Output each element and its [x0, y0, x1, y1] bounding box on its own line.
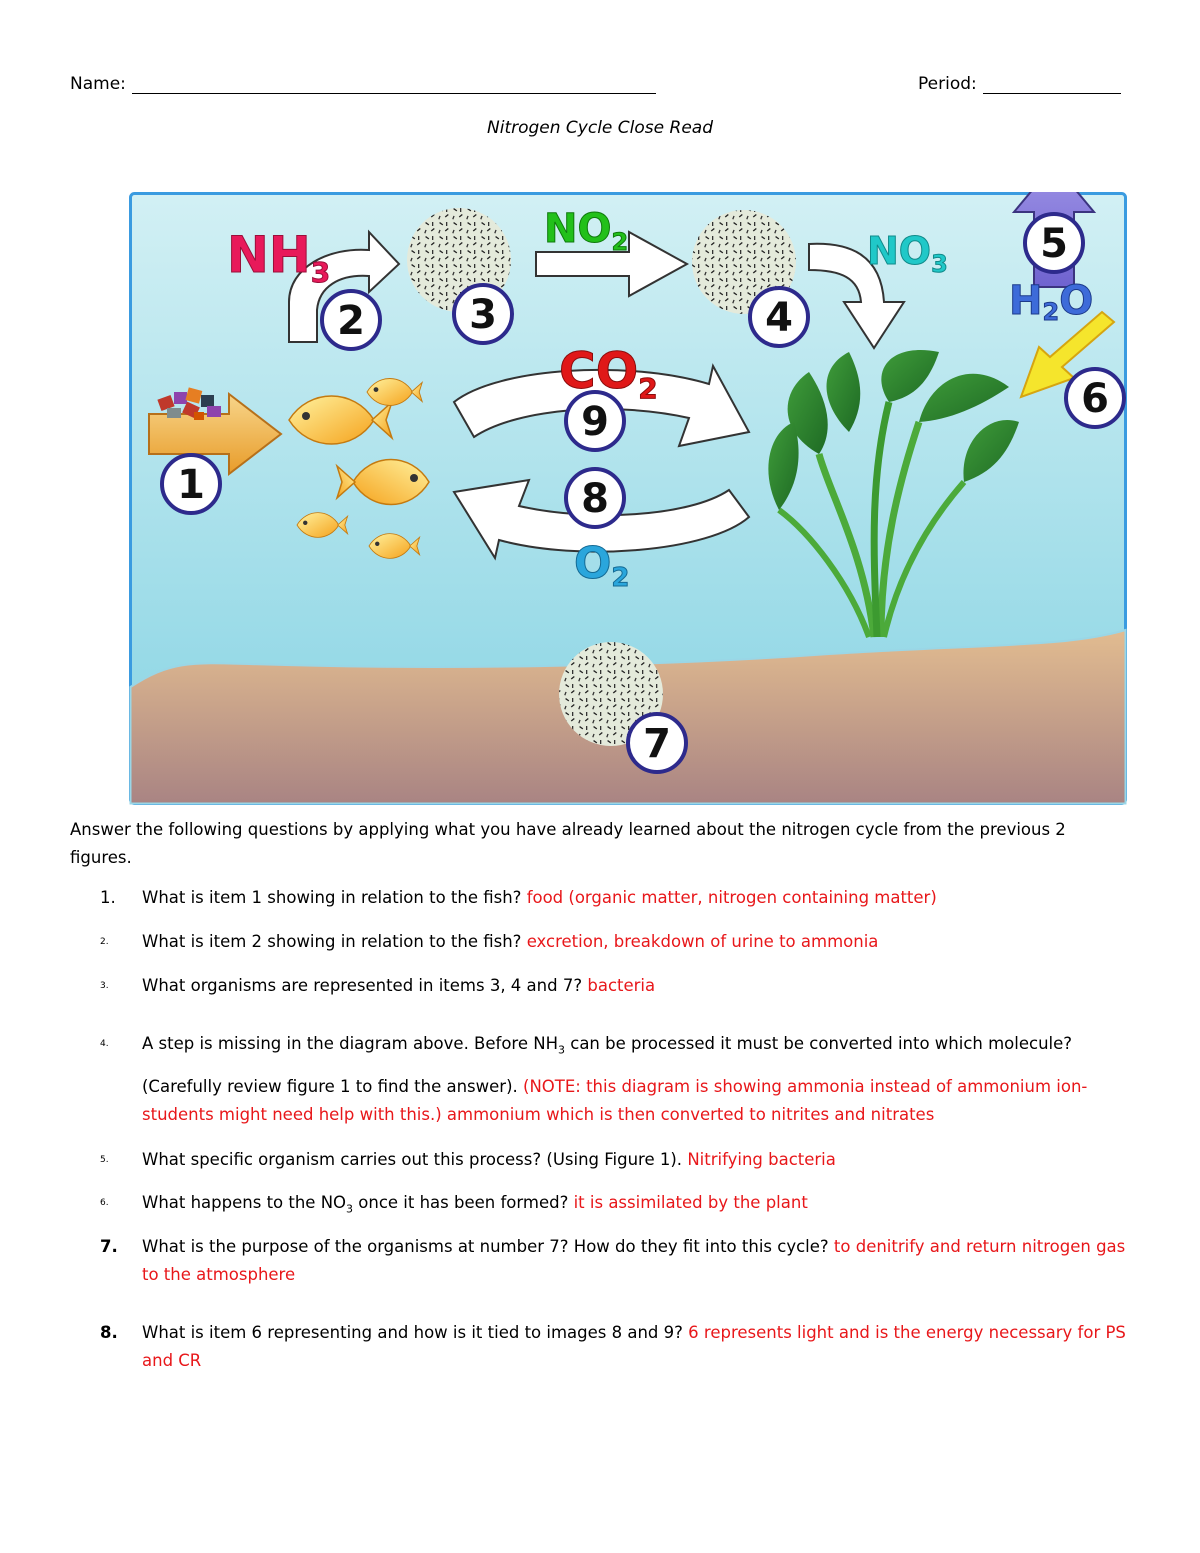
question-text: What is item 2 showing in relation to th… — [142, 932, 522, 951]
name-field: Name: — [70, 74, 656, 94]
aquatic-plant — [768, 350, 1019, 639]
no3-label: NO3 — [867, 229, 948, 278]
badge-9: 9 — [564, 390, 626, 452]
period-label: Period: — [918, 74, 977, 94]
svg-text:3: 3 — [469, 292, 497, 338]
nitrate-arrow — [808, 242, 906, 350]
o2-label: O2 — [574, 538, 630, 593]
question-number: 6. — [100, 1198, 109, 1208]
question-text: What is the purpose of the organisms at … — [142, 1237, 829, 1256]
svg-text:8: 8 — [581, 476, 609, 522]
question-number: 7. — [100, 1237, 118, 1256]
answer-text: excretion, breakdown of urine to ammonia — [526, 932, 879, 951]
svg-text:2: 2 — [337, 298, 365, 344]
food-pellets — [157, 387, 221, 420]
ammonia-arrow — [288, 229, 401, 343]
answer-text: bacteria — [587, 976, 656, 995]
badge-6: 6 — [1064, 367, 1126, 429]
svg-text:5: 5 — [1040, 221, 1068, 267]
answer-text: 6 represents light and is the energy nec… — [142, 1323, 1126, 1370]
light-arrow — [1019, 310, 1116, 399]
badge-8: 8 — [564, 467, 626, 529]
question-text: A step is missing in the diagram above. … — [142, 1034, 1073, 1057]
question-number: 8. — [100, 1323, 118, 1342]
question-text: What specific organism carries out this … — [142, 1150, 683, 1169]
name-blank-line[interactable] — [131, 75, 656, 94]
answer-text: to denitrify and return nitrogen gas to … — [142, 1237, 1126, 1284]
badge-4: 4 — [748, 286, 810, 348]
question-text: What is item 6 representing and how is i… — [142, 1323, 683, 1342]
fish-group — [288, 378, 430, 559]
period-blank-line[interactable] — [982, 75, 1121, 94]
nitrogen-cycle-diagram: NH3 NO2 NO3 H2O CO2 O2 1 2 3 4 5 6 7 8 9 — [129, 192, 1127, 805]
answer-text: Nitrifying bacteria — [687, 1150, 836, 1169]
svg-text:9: 9 — [581, 399, 609, 445]
name-label: Name: — [70, 74, 126, 94]
svg-text:1: 1 — [177, 462, 205, 508]
badge-7: 7 — [626, 712, 688, 774]
question-text: What is item 1 showing in relation to th… — [142, 888, 522, 907]
question-number: 4. — [100, 1039, 109, 1049]
h2o-label: H2O — [1009, 278, 1093, 326]
question-text: (Carefully review figure 1 to find the a… — [142, 1077, 518, 1096]
question-number: 1. — [100, 888, 116, 907]
question-number: 5. — [100, 1155, 109, 1165]
question-text: What organisms are represented in items … — [142, 976, 583, 995]
page-title: Nitrogen Cycle Close Read — [487, 118, 713, 138]
svg-text:7: 7 — [643, 721, 671, 767]
instructions: Answer the following questions by applyi… — [70, 820, 1066, 867]
co2-label: CO2 — [559, 342, 658, 405]
period-field: Period: — [918, 74, 1121, 94]
question-text: What happens to the NO3 once it has been… — [142, 1193, 569, 1216]
answer-text: food (organic matter, nitrogen containin… — [526, 888, 937, 907]
svg-text:6: 6 — [1081, 376, 1109, 422]
nh3-label: NH3 — [227, 226, 330, 289]
badge-2: 2 — [320, 289, 382, 351]
nitrite-arrow — [535, 230, 690, 298]
answer-text: it is assimilated by the plant — [573, 1193, 808, 1212]
no2-label: NO2 — [544, 206, 628, 256]
question-number: 3. — [100, 981, 109, 991]
svg-text:4: 4 — [765, 295, 793, 341]
answer-text: (NOTE: this diagram is showing ammonia i… — [142, 1077, 1088, 1124]
badge-1: 1 — [160, 453, 222, 515]
badge-3: 3 — [452, 283, 514, 345]
question-number: 2. — [100, 937, 109, 947]
badge-5: 5 — [1023, 212, 1085, 274]
food-arrow — [148, 391, 283, 477]
